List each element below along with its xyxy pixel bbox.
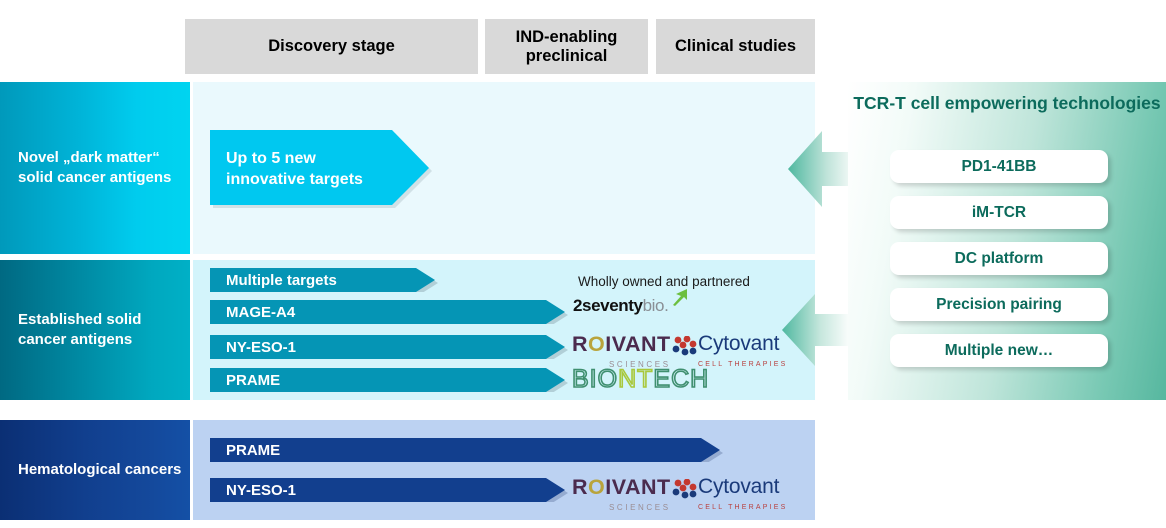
green-swoosh-icon bbox=[673, 289, 687, 306]
tcr-t-technology-panel: TCR-T cell empowering technologies PD1-4… bbox=[848, 82, 1166, 400]
logo-roivant-tagline: SCIENCES bbox=[608, 503, 671, 512]
technology-pill-multiple-new[interactable]: Multiple new… bbox=[890, 334, 1108, 367]
phase-header-ind-enabling: IND-enabling preclinical bbox=[485, 19, 648, 74]
program-arrow-ny-eso-1-solid[interactable]: NY-ESO-1 bbox=[210, 335, 568, 359]
program-arrow-ny-eso-1-heme[interactable]: NY-ESO-1 bbox=[210, 478, 568, 502]
partner-caption-established: Wholly owned and partnered bbox=[578, 274, 750, 289]
row-background-hematological bbox=[193, 420, 815, 520]
program-arrow-prame-heme[interactable]: PRAME bbox=[210, 438, 723, 462]
technology-pill-label: Multiple new… bbox=[944, 341, 1054, 359]
left-arrow-icon bbox=[782, 294, 852, 366]
logo-biontech-wordmark-pre: BIO bbox=[571, 364, 619, 394]
arrow-shape-icon bbox=[210, 300, 568, 324]
logo-cytovant-tagline: CELL THERAPIES bbox=[698, 504, 788, 511]
phase-header-clinical: Clinical studies bbox=[656, 19, 815, 74]
logo-biontech-wordmark-mid: NT bbox=[617, 364, 654, 394]
logo-roivant-tagline: SCIENCES bbox=[608, 360, 671, 369]
logo-roivant-wordmark-pre: R bbox=[572, 475, 589, 499]
technology-pill-dc-platform[interactable]: DC platform bbox=[890, 242, 1108, 275]
arrow-shape-icon bbox=[210, 335, 568, 359]
technology-pill-label: iM-TCR bbox=[971, 203, 1027, 221]
row-label-text: Established solid cancer antigens bbox=[18, 311, 142, 348]
program-arrow-label: PRAME bbox=[226, 371, 281, 389]
logo-2seventybio-wordmark-light: bio. bbox=[642, 296, 669, 315]
technology-pill-label: PD1-41BB bbox=[961, 157, 1037, 175]
technology-pill-label: Precision pairing bbox=[936, 295, 1062, 313]
partner-logo-cytovant-heme: Cytovant CELL THERAPIES bbox=[698, 475, 788, 518]
partner-logo-cytovant: Cytovant CELL THERAPIES bbox=[698, 332, 788, 375]
logo-roivant-wordmark-post: IVANT bbox=[605, 475, 671, 499]
phase-header-discovery: Discovery stage bbox=[185, 19, 478, 74]
logo-cytovant-wordmark: Cytovant bbox=[698, 332, 780, 355]
program-arrow-up-to-5-new-targets[interactable]: Up to 5 new innovative targets bbox=[210, 130, 435, 208]
partner-logo-roivant: ROIVANT SCIENCES bbox=[572, 332, 671, 375]
logo-roivant-wordmark-o: O bbox=[588, 332, 606, 356]
logo-roivant-wordmark-o: O bbox=[588, 475, 606, 499]
technology-pill-im-tcr[interactable]: iM-TCR bbox=[890, 196, 1108, 229]
connector-arrow-row-2 bbox=[782, 292, 852, 368]
logo-cytovant-tagline: CELL THERAPIES bbox=[698, 361, 788, 368]
technology-pill-pd1-41bb[interactable]: PD1-41BB bbox=[890, 150, 1108, 183]
program-arrow-label: Up to 5 new innovative targets bbox=[226, 150, 363, 188]
program-arrow-label: MAGE-A4 bbox=[226, 303, 296, 321]
logo-roivant-wordmark-post: IVANT bbox=[605, 332, 671, 356]
program-arrow-label: PRAME bbox=[226, 441, 281, 459]
program-arrow-label: Multiple targets bbox=[226, 271, 337, 289]
partner-logo-biontech: BIONTECH bbox=[571, 364, 710, 394]
connector-arrow-row-1 bbox=[788, 128, 858, 210]
row-label-established-solid: Established solid cancer antigens bbox=[0, 260, 190, 400]
row-label-text: Hematological cancers bbox=[18, 461, 182, 478]
cytovant-molecule-icon bbox=[672, 336, 697, 356]
arrow-shape-icon bbox=[210, 478, 568, 502]
row-label-text: Novel „dark matter“ solid cancer antigen… bbox=[18, 149, 172, 186]
logo-biontech-wordmark-post: ECH bbox=[653, 364, 710, 394]
program-arrow-prame-solid[interactable]: PRAME bbox=[210, 368, 568, 392]
partner-logo-2seventybio: 2seventybio. bbox=[573, 289, 687, 316]
program-arrow-mage-a4[interactable]: MAGE-A4 bbox=[210, 300, 568, 324]
arrow-shape-icon bbox=[210, 438, 723, 462]
logo-roivant-wordmark-pre: R bbox=[572, 332, 589, 356]
partner-logo-roivant-heme: ROIVANT SCIENCES bbox=[572, 475, 671, 518]
row-label-hematological: Hematological cancers bbox=[0, 420, 190, 520]
logo-2seventybio-wordmark-bold: 2seventy bbox=[573, 296, 643, 315]
row-label-novel-dark-matter: Novel „dark matter“ solid cancer antigen… bbox=[0, 82, 190, 254]
arrow-shape-icon bbox=[210, 268, 438, 292]
program-arrow-multiple-targets[interactable]: Multiple targets bbox=[210, 268, 438, 292]
left-arrow-icon bbox=[788, 131, 858, 207]
arrow-shape-icon bbox=[210, 368, 568, 392]
cytovant-molecule-icon bbox=[672, 479, 697, 499]
program-arrow-label: NY-ESO-1 bbox=[226, 481, 297, 499]
logo-cytovant-wordmark: Cytovant bbox=[698, 475, 780, 498]
technology-pill-precision-pairing[interactable]: Precision pairing bbox=[890, 288, 1108, 321]
program-arrow-label: NY-ESO-1 bbox=[226, 338, 297, 356]
arrow-shape-icon bbox=[210, 130, 432, 208]
technology-pill-label: DC platform bbox=[954, 249, 1044, 267]
tcr-t-panel-title: TCR-T cell empowering technologies bbox=[853, 93, 1161, 113]
